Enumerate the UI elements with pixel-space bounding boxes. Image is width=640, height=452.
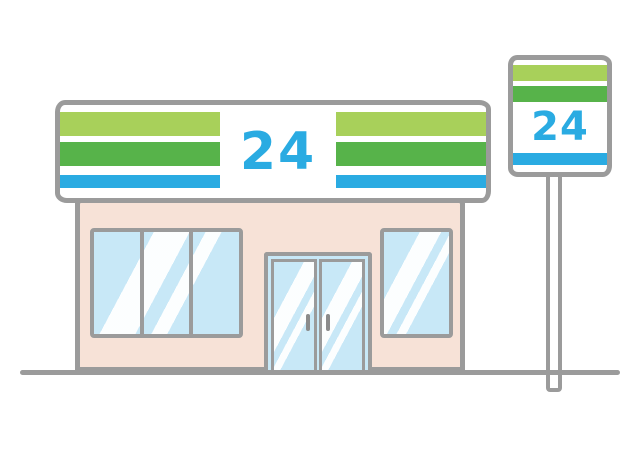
store-fascia-sign: 24 (55, 100, 491, 203)
pole-sign-24-text: 24 (531, 104, 589, 150)
window-mullion (140, 232, 145, 334)
pole-sign-stripe-light-green (513, 65, 607, 81)
fascia-24-badge: 24 (220, 105, 336, 198)
pole-sign-stripe-green (513, 86, 607, 102)
ground-line (20, 370, 620, 375)
left-window (90, 228, 243, 338)
pole-sign-post (546, 160, 562, 392)
door-right-panel (319, 259, 365, 374)
window-mullion (188, 232, 193, 334)
right-window (380, 228, 453, 338)
door-handle-right (326, 314, 330, 331)
entrance-door (264, 252, 372, 374)
pole-sign: 24 (508, 55, 612, 177)
door-left-panel (271, 259, 317, 374)
door-handle-left (306, 314, 310, 331)
fascia-24-text: 24 (239, 121, 317, 182)
pole-sign-stripe-blue (513, 153, 607, 165)
